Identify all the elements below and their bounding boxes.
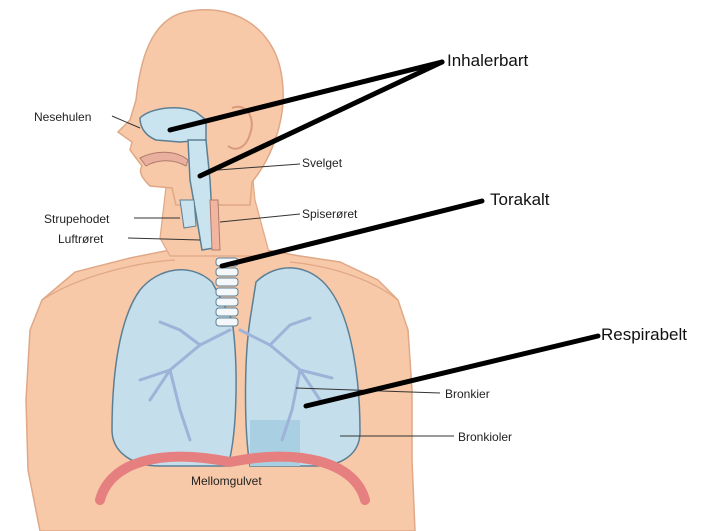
trachea-rings xyxy=(216,258,238,326)
label-trachea: Luftrøret xyxy=(58,232,103,246)
label-thoracic: Torakalt xyxy=(490,190,550,210)
esophagus xyxy=(210,200,220,250)
label-diaphragm: Mellomgulvet xyxy=(191,474,262,488)
label-larynx: Strupehodet xyxy=(44,212,109,226)
label-respirable: Respirabelt xyxy=(601,325,687,345)
label-bronchioles: Bronkioler xyxy=(458,430,512,444)
label-nasal-cavity: Nesehulen xyxy=(34,110,91,124)
label-bronchi: Bronkier xyxy=(445,387,490,401)
label-inhalable: Inhalerbart xyxy=(447,51,528,71)
label-esophagus: Spiserøret xyxy=(302,207,357,221)
label-pharynx: Svelget xyxy=(302,156,342,170)
